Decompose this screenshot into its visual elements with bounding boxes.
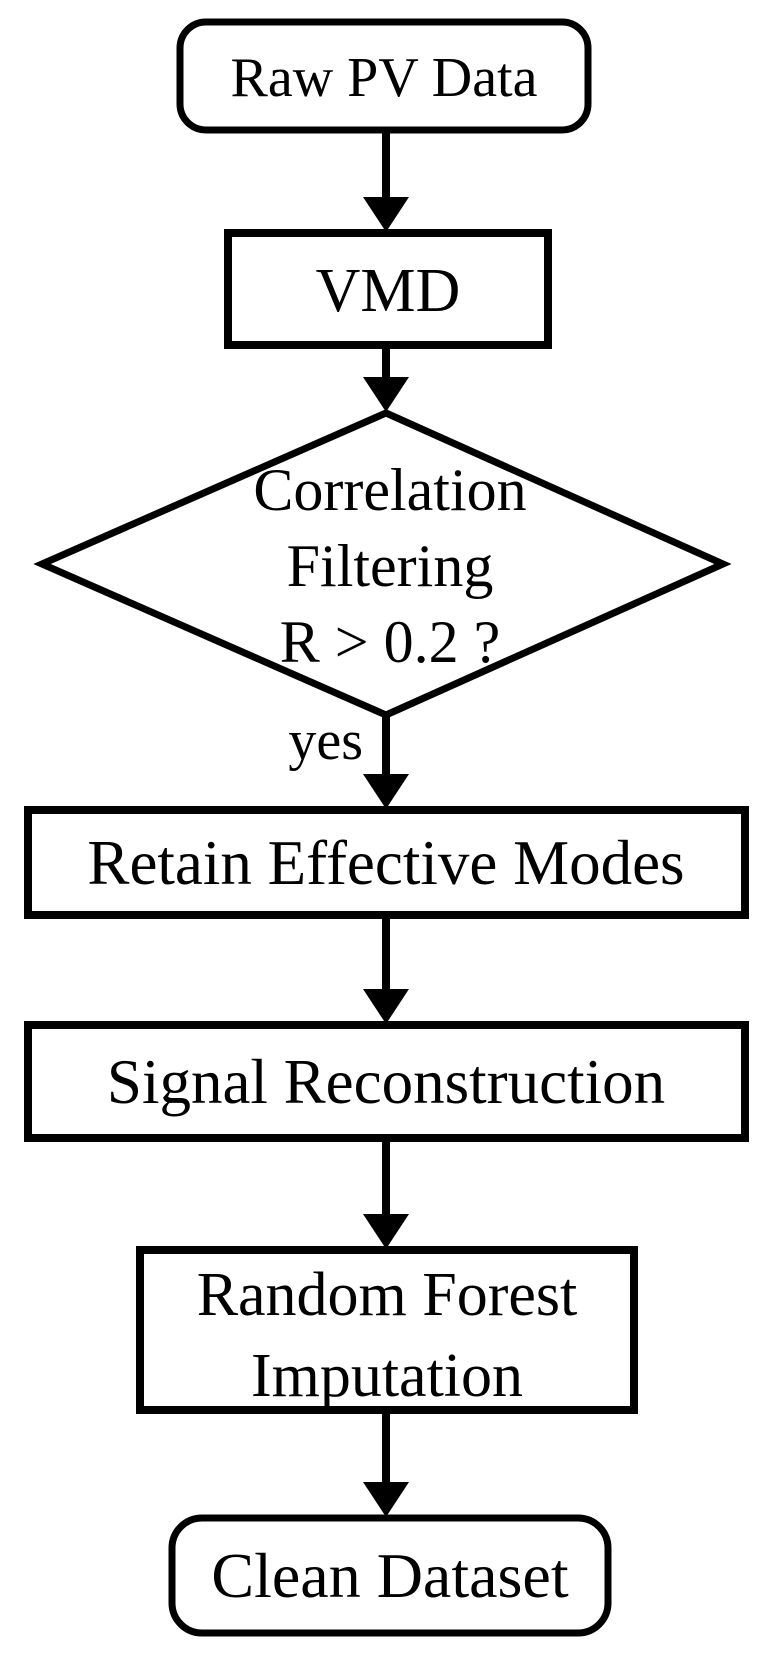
signal-reconstruction-label: Signal Reconstruction [107,1047,665,1117]
arrowhead-icon [363,197,409,232]
edge-raw-to-vmd [363,130,409,232]
retain-effective-modes-label: Retain Effective Modes [87,828,684,898]
correlation-filtering-line1: Correlation [253,457,526,523]
node-retain-effective-modes: Retain Effective Modes [24,806,749,919]
edge-vmd-to-decision [363,345,409,412]
node-correlation-filtering: Correlation Filtering R > 0.2 ? [33,409,732,719]
vmd-shape [224,229,552,349]
clean-dataset-shape [168,1514,612,1637]
node-raw-pv-data: Raw PV Data [176,18,592,134]
correlation-filtering-line2: Filtering [287,533,494,599]
raw-pv-data-label: Raw PV Data [231,47,538,109]
random-forest-imputation-line2: Imputation [251,1342,523,1410]
edge-retain-to-reconstruction [363,915,409,1024]
node-clean-dataset: Clean Dataset [168,1514,612,1637]
arrowhead-icon [363,377,409,412]
vmd-label: VMD [316,257,461,325]
arrowhead-icon [363,989,409,1024]
node-random-forest-imputation: Random Forest Imputation [136,1246,638,1414]
edge-decision-to-retain: yes [288,710,409,809]
arrowhead-icon [363,1482,409,1517]
arrowhead-icon [363,1214,409,1249]
arrowhead-icon [363,774,409,809]
node-vmd: VMD [224,229,552,349]
node-signal-reconstruction: Signal Reconstruction [24,1021,749,1142]
clean-dataset-label: Clean Dataset [211,1540,568,1611]
correlation-filtering-line3: R > 0.2 ? [280,609,501,675]
edge-imputation-to-clean [363,1410,409,1517]
edge-reconstruction-to-imputation [363,1138,409,1249]
edge-yes-label: yes [288,710,363,772]
random-forest-imputation-line1: Random Forest [197,1261,578,1329]
random-forest-imputation-shape [136,1246,638,1414]
